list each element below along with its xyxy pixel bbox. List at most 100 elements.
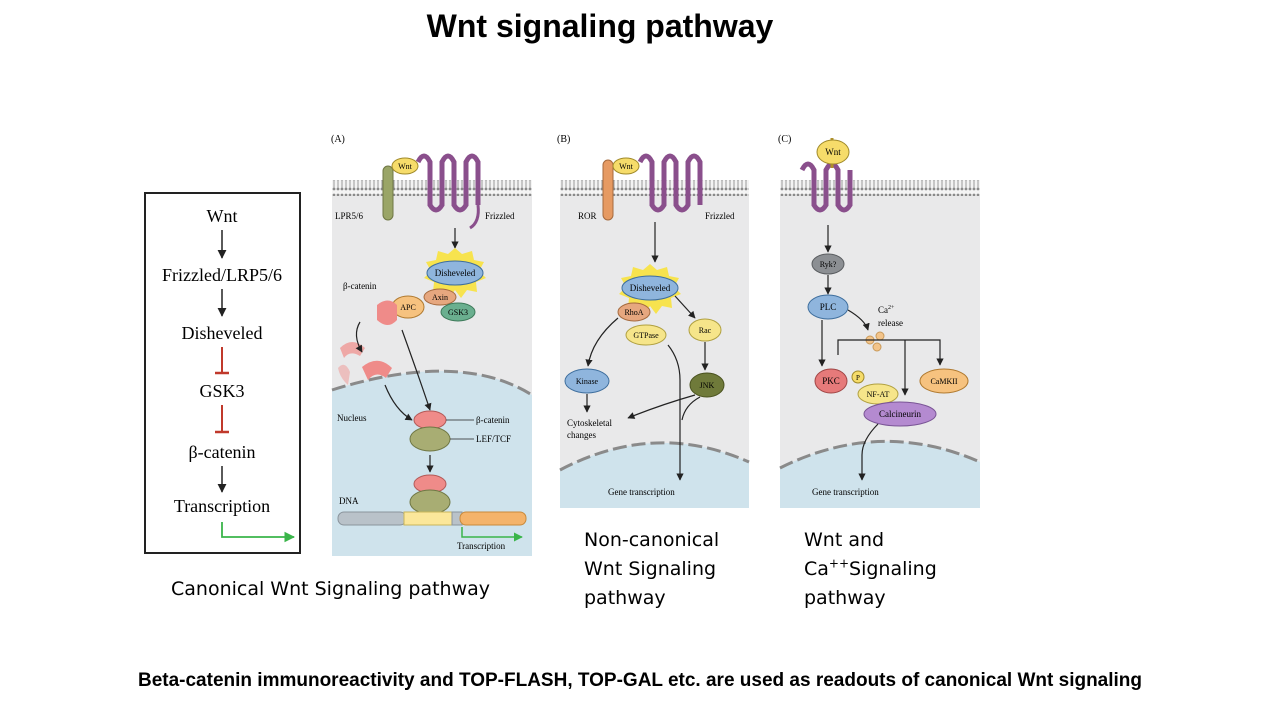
dna-segment-2: [403, 511, 455, 526]
step-wnt: Wnt: [207, 206, 238, 226]
calcineurin-node: [863, 401, 937, 427]
apc-label: APC: [400, 303, 416, 312]
rac-node: [688, 318, 722, 342]
caption-noncanonical-line3: pathway: [584, 587, 666, 609]
jnk-node: [689, 372, 725, 398]
panel-c: (C) Wnt Ryk? PLC Ca2+ release PKC P NF-A…: [778, 134, 981, 508]
rhoa-label: RhoA: [624, 308, 643, 317]
step-gsk3: GSK3: [199, 381, 244, 401]
dna-segment-4: [459, 511, 527, 526]
panel-b-nucleus: [560, 442, 749, 508]
wnt-label: Wnt: [398, 162, 413, 171]
axin-label: Axin: [432, 293, 448, 302]
ror-label: ROR: [578, 211, 597, 221]
panel-b-label: (B): [557, 134, 570, 145]
arrow-b-kinase: [585, 317, 619, 367]
step-frizzled: Frizzled/LRP5/6: [162, 265, 282, 285]
ror-receptor: [602, 159, 614, 221]
wnt-ligand: [391, 157, 419, 175]
gene-c-label: Gene transcription: [812, 487, 879, 497]
rhoa-node: [617, 302, 651, 322]
caption-noncanonical-line1: Non-canonical: [584, 529, 720, 551]
jnk-label: JNK: [700, 381, 715, 390]
plc-node: [807, 294, 849, 320]
bcatenin-nuclear: [413, 410, 447, 430]
transcription-arrow: [221, 522, 296, 543]
calcineurin-label: Calcineurin: [879, 409, 921, 419]
disheveled-b: [621, 275, 679, 301]
frizzled-b-label: Frizzled: [705, 211, 735, 221]
dna-segment-1: [337, 511, 407, 526]
arrow-c-ca: [847, 309, 870, 331]
wnt-b: [612, 157, 640, 175]
summary-box: Wnt Frizzled/LRP5/6 Disheveled GSK3 β-ca…: [144, 192, 301, 554]
footer-note: Beta-catenin immunoreactivity and TOP-FL…: [137, 670, 1143, 691]
panel-a-nuclear-envelope: [331, 369, 533, 397]
panel-c-nucleus: [780, 441, 980, 508]
caption-calcium: Wnt and Ca++Signaling pathway: [804, 526, 937, 613]
lef-dna: [409, 489, 451, 515]
gene-b-label: Gene transcription: [608, 487, 675, 497]
panel-a-label: (A): [331, 134, 345, 145]
bcatenin-nuclear-label: β-catenin: [476, 415, 510, 425]
lef-label: LEF/TCF: [476, 434, 511, 444]
ca-superscript: 2+: [888, 305, 895, 311]
arrow-jnk-gene: [681, 396, 701, 421]
dna-transcription-arrow: [461, 527, 523, 542]
dna-transcription-label: Transcription: [457, 541, 506, 551]
frizzled-receptor: [415, 153, 481, 213]
bcatenin-free-3: [362, 360, 392, 380]
panel-c-nuclear-envelope: [779, 439, 981, 470]
rac-label: Rac: [699, 326, 712, 335]
wnt-c: [816, 139, 850, 165]
gtpase-label: GTPase: [633, 331, 659, 340]
camkii-label: CaMKII: [930, 377, 957, 386]
bcatenin-bound: [377, 300, 397, 325]
ryk-node: [811, 253, 845, 275]
ca-ion-2: [875, 331, 885, 341]
caption-noncanonical-line2: Wnt Signaling: [584, 558, 717, 580]
pkc-node: [814, 368, 848, 394]
phospho-node: [851, 370, 865, 384]
disheveled-node: [426, 260, 484, 286]
nfat-label: NF-AT: [867, 390, 890, 399]
ca-base: Ca: [878, 305, 888, 315]
phospho-label: P: [856, 374, 860, 382]
arrow-b-rac: [674, 295, 696, 319]
disheveled-label: Disheveled: [435, 268, 476, 278]
ryk-label: Ryk?: [820, 260, 837, 269]
dna-label: DNA: [339, 496, 359, 506]
panel-a: (A) LPR5/6 Frizzled Wnt Disheveled Axin …: [331, 134, 533, 556]
caption-calcium-sup: ++: [828, 556, 850, 571]
wnt-c-label: Wnt: [825, 147, 841, 157]
cyto-label-1: Cytoskeletal: [567, 418, 612, 428]
nucleus-label: Nucleus: [337, 413, 367, 423]
ca-label: Ca2+: [878, 305, 895, 315]
caption-calcium-signaling: Signaling: [849, 558, 937, 580]
arrow-jnk-cyto: [627, 394, 696, 419]
caption-noncanonical: Non-canonical Wnt Signaling pathway: [584, 526, 719, 613]
panel-c-membrane: [780, 180, 980, 196]
disheveled-b-label: Disheveled: [630, 283, 671, 293]
slide-title: Wnt signaling pathway: [426, 8, 774, 44]
gsk3-label: GSK3: [448, 308, 468, 317]
panel-b-nuclear-envelope: [559, 441, 750, 472]
arrow-c-gene: [858, 423, 879, 481]
arrow-apc-nucleus: [401, 329, 432, 411]
kinase-node: [564, 368, 610, 394]
ca-ion-3: [872, 342, 882, 352]
axin-node: [423, 288, 457, 306]
lpr-label: LPR5/6: [335, 211, 364, 221]
kinase-label: Kinase: [576, 377, 599, 386]
frizzled-c: [799, 161, 853, 213]
gtpase-node: [625, 324, 667, 346]
step-transcription: Transcription: [174, 496, 270, 516]
release-label: release: [878, 318, 903, 328]
arrow-b-gene: [667, 344, 684, 481]
arrow-bcat-release: [355, 321, 363, 353]
pkc-label: PKC: [822, 376, 840, 386]
caption-calcium-line3: pathway: [804, 587, 886, 609]
panel-a-nucleus: [332, 371, 532, 556]
step-disheveled: Disheveled: [182, 323, 263, 343]
